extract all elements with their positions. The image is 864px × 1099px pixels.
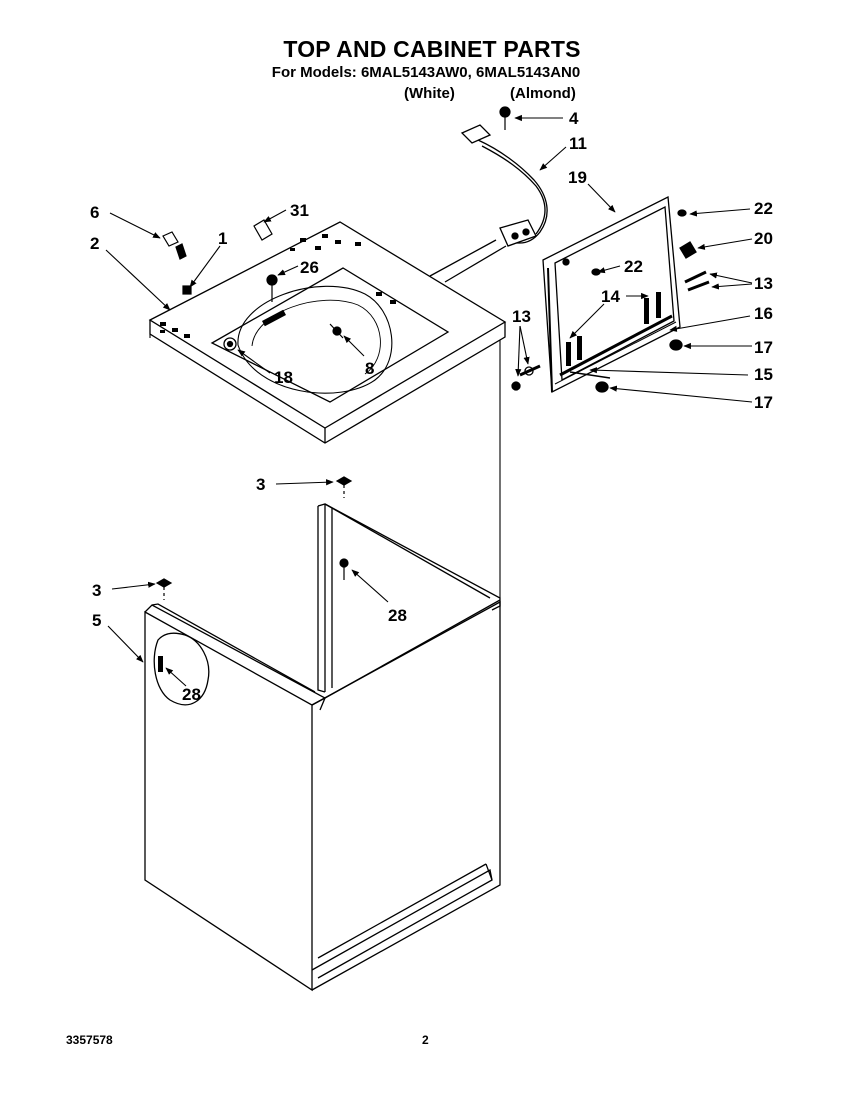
callout-17-bottom: 17 — [754, 393, 773, 412]
callout-3-upper: 3 — [256, 475, 265, 494]
callout-arrows — [105, 114, 753, 687]
page-number: 2 — [422, 1033, 429, 1047]
screw-8 — [329, 323, 344, 339]
models-line: For Models: 6MAL5143AW0, 6MAL5143AN0 — [271, 64, 581, 81]
callout-19: 19 — [568, 168, 587, 187]
top-panel — [148, 221, 507, 444]
callout-17-top: 17 — [754, 338, 773, 357]
callout-6: 6 — [90, 203, 99, 222]
document-number: 3357578 — [66, 1033, 113, 1047]
variant-almond: (Almond) — [510, 85, 576, 102]
callout-1: 1 — [218, 229, 227, 248]
variant-white: (White) — [404, 85, 455, 102]
callout-13-right: 13 — [754, 274, 773, 293]
callout-16: 16 — [754, 304, 773, 323]
callout-26: 26 — [300, 258, 319, 277]
callout-8: 8 — [365, 359, 374, 378]
callout-18: 18 — [274, 368, 293, 387]
callout-5: 5 — [92, 611, 101, 630]
callout-28-left: 28 — [182, 685, 201, 704]
page-title: TOP AND CABINET PARTS — [283, 36, 581, 62]
lid — [511, 195, 710, 394]
callout-2: 2 — [90, 234, 99, 253]
callout-3-lower: 3 — [92, 581, 101, 600]
callout-22-inner: 22 — [624, 257, 643, 276]
cabinet — [144, 334, 501, 992]
callout-11: 11 — [569, 134, 587, 153]
small-parts — [155, 106, 511, 600]
callout-31: 31 — [290, 201, 309, 220]
callout-22-top: 22 — [754, 199, 773, 218]
callout-20: 20 — [754, 229, 773, 248]
callout-14: 14 — [601, 287, 620, 306]
switch-harness-11 — [429, 124, 548, 283]
callout-15: 15 — [754, 365, 773, 384]
callout-28-right: 28 — [388, 606, 407, 625]
callout-13-left: 13 — [512, 307, 531, 326]
callout-4: 4 — [569, 109, 579, 128]
